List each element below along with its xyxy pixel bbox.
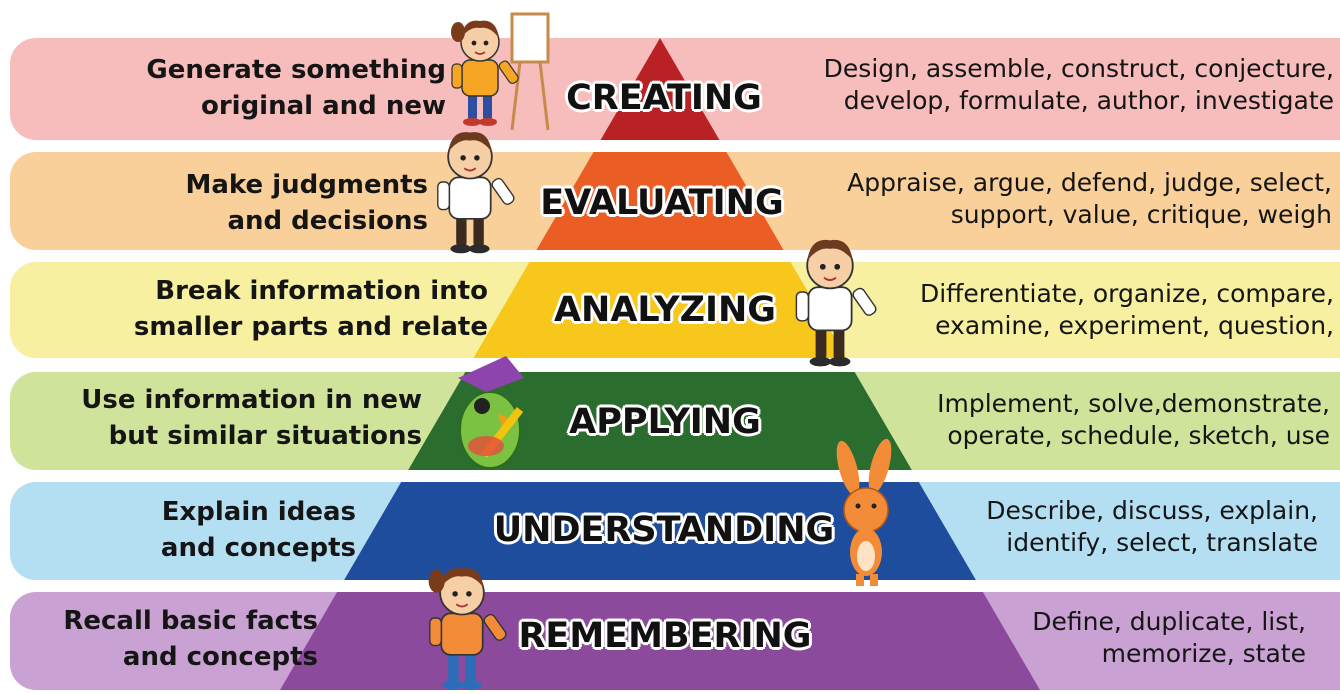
- analyzing-tier: [473, 262, 847, 358]
- remembering-label: REMEMBERING: [517, 615, 812, 657]
- rabbit-thinking-icon: [836, 438, 892, 586]
- easel-leg-icon: [510, 61, 522, 131]
- analyzing-verbs: Differentiate, organize, compare, examin…: [919, 279, 1334, 340]
- understanding-label: UNDERSTANDING: [493, 509, 835, 551]
- boy-scientist-icon: [437, 132, 515, 254]
- remembering-verbs: Define, duplicate, list, memorize, state: [1032, 607, 1306, 668]
- easel-leg-icon: [538, 61, 550, 131]
- girl-thinking-icon: [428, 568, 507, 690]
- evaluating-tier: [536, 152, 784, 250]
- evaluating-description: Make judgments and decisions: [185, 170, 428, 236]
- evaluating-verbs: Appraise, argue, defend, judge, select, …: [847, 168, 1332, 229]
- understanding-description: Explain ideas and concepts: [160, 497, 356, 563]
- applying-label: APPLYING: [568, 401, 762, 443]
- applying-description: Use information in new but similar situa…: [81, 385, 422, 451]
- understanding-verbs: Describe, discuss, explain, identify, se…: [986, 496, 1318, 557]
- creating-verbs: Design, assemble, construct, conjecture,…: [823, 54, 1334, 115]
- understanding-tier: [344, 482, 976, 580]
- creating-description: Generate something original and new: [146, 55, 446, 121]
- remembering-description: Recall basic facts and concepts: [63, 606, 318, 672]
- boy-magnifier-icon: [795, 239, 877, 367]
- applying-verbs: Implement, solve,demonstrate, operate, s…: [937, 389, 1330, 450]
- analyzing-label: ANALYZING: [553, 289, 777, 331]
- applying-tier: [408, 372, 912, 470]
- girl-painting-icon: [451, 20, 519, 126]
- creating-tier: [600, 38, 720, 140]
- evaluating-label: EVALUATING: [539, 182, 784, 224]
- creating-label: CREATING: [565, 77, 763, 119]
- easel-canvas-icon: [510, 12, 550, 64]
- parrot-pencil-icon: [458, 356, 524, 469]
- analyzing-description: Break information into smaller parts and…: [133, 276, 488, 342]
